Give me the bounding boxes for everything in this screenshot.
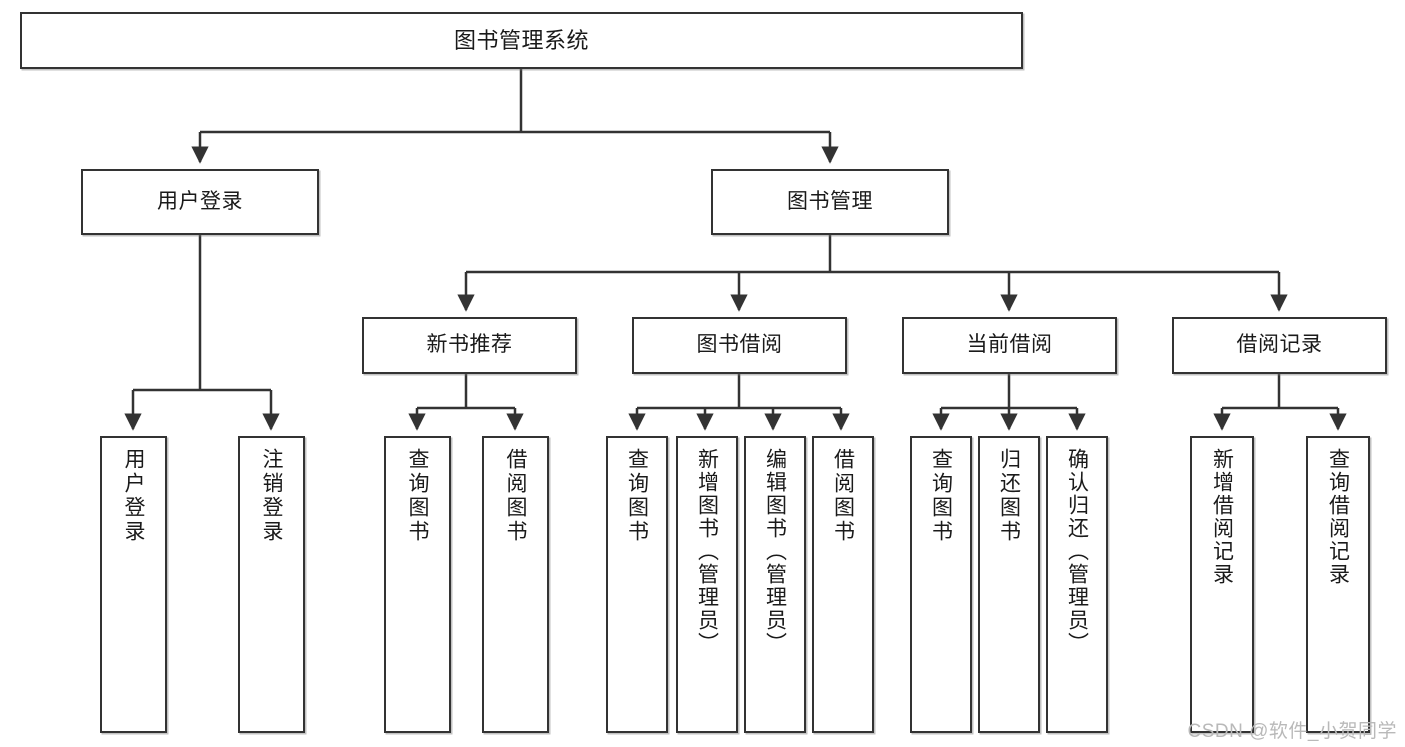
node-current-borrow-label: 当前借阅 [966, 333, 1053, 357]
node-leaf-borrow-book-1[interactable]: 借阅图书 [482, 436, 549, 733]
node-leaf-confirm-return[interactable]: 确认归还（管理员） [1046, 436, 1108, 733]
node-borrow-record[interactable]: 借阅记录 [1172, 317, 1387, 374]
node-leaf-return-book[interactable]: 归还图书 [978, 436, 1040, 733]
node-leaf-user-login-label: 用户登录 [122, 448, 145, 544]
node-leaf-query-book-3[interactable]: 查询图书 [910, 436, 972, 733]
node-new-book-recommend[interactable]: 新书推荐 [362, 317, 577, 374]
node-leaf-add-record-label: 新增借阅记录 [1210, 448, 1234, 586]
node-leaf-query-record-label: 查询借阅记录 [1326, 448, 1350, 586]
node-leaf-query-book-2-label: 查询图书 [625, 448, 649, 544]
node-user-login[interactable]: 用户登录 [81, 169, 319, 235]
node-leaf-borrow-book-1-label: 借阅图书 [504, 448, 527, 544]
node-book-manage-label: 图书管理 [787, 189, 873, 213]
node-leaf-query-book-1-label: 查询图书 [406, 448, 429, 544]
node-leaf-query-book-1[interactable]: 查询图书 [384, 436, 451, 733]
node-leaf-edit-book[interactable]: 编辑图书（管理员） [744, 436, 806, 733]
node-leaf-edit-book-label: 编辑图书（管理员） [763, 448, 787, 655]
node-borrow-record-label: 借阅记录 [1236, 333, 1323, 357]
node-root[interactable]: 图书管理系统 [20, 12, 1023, 69]
node-leaf-query-book-2[interactable]: 查询图书 [606, 436, 668, 733]
node-user-login-label: 用户登录 [157, 189, 243, 213]
node-leaf-logout-login-label: 注销登录 [260, 448, 283, 544]
node-root-label: 图书管理系统 [453, 27, 589, 53]
node-leaf-add-book-label: 新增图书（管理员） [695, 448, 719, 655]
node-book-manage[interactable]: 图书管理 [711, 169, 949, 235]
node-leaf-return-book-label: 归还图书 [997, 448, 1021, 544]
node-leaf-borrow-book-2-label: 借阅图书 [831, 448, 855, 544]
node-book-borrow[interactable]: 图书借阅 [632, 317, 847, 374]
node-leaf-logout-login[interactable]: 注销登录 [238, 436, 305, 733]
node-leaf-query-record[interactable]: 查询借阅记录 [1306, 436, 1370, 733]
node-leaf-user-login[interactable]: 用户登录 [100, 436, 167, 733]
node-new-book-recommend-label: 新书推荐 [426, 333, 513, 357]
node-leaf-add-record[interactable]: 新增借阅记录 [1190, 436, 1254, 733]
node-leaf-query-book-3-label: 查询图书 [929, 448, 953, 544]
node-leaf-borrow-book-2[interactable]: 借阅图书 [812, 436, 874, 733]
node-book-borrow-label: 图书借阅 [696, 333, 783, 357]
csdn-watermark: CSDN @软件_小贺同学 [1187, 721, 1397, 742]
node-leaf-add-book[interactable]: 新增图书（管理员） [676, 436, 738, 733]
node-current-borrow[interactable]: 当前借阅 [902, 317, 1117, 374]
node-leaf-confirm-return-label: 确认归还（管理员） [1065, 448, 1089, 655]
